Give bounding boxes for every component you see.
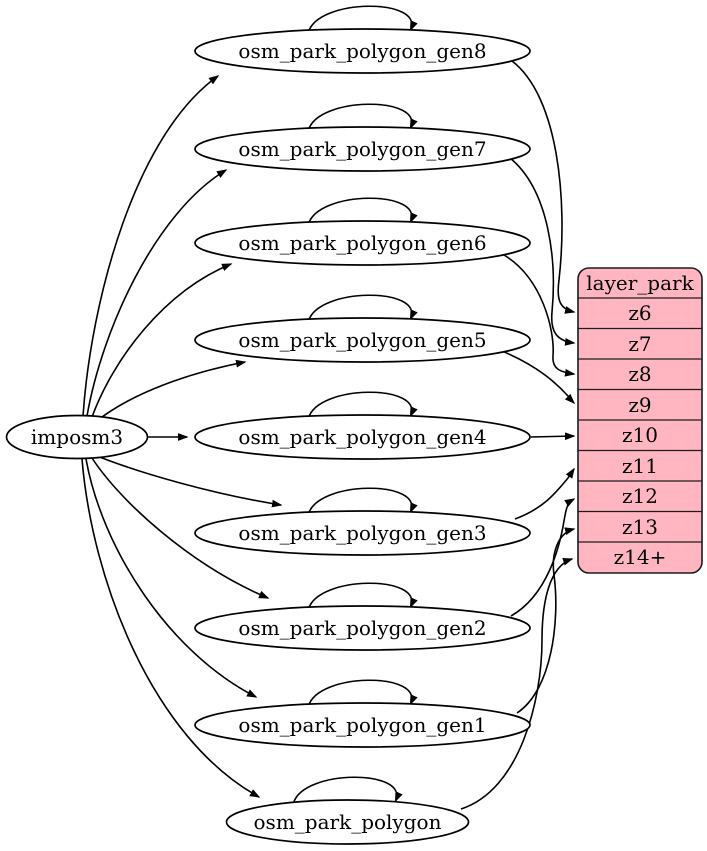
table-row-z10: z10 xyxy=(622,423,658,447)
edge-imposm3-to-polygon xyxy=(81,458,261,798)
node-ellipse xyxy=(194,414,531,460)
node-osm_park_polygon_gen8: osm_park_polygon_gen8 xyxy=(194,28,531,74)
node-label: osm_park_polygon_gen7 xyxy=(238,137,486,161)
edge-gen5-to-z9 xyxy=(501,350,576,405)
edge-gen1-to-z13 xyxy=(516,527,576,714)
table-row-z13: z13 xyxy=(622,515,658,539)
table-row-z14: z14+ xyxy=(614,545,667,569)
edge-imposm3-to-gen3 xyxy=(96,455,283,508)
table-row-z9: z9 xyxy=(628,393,651,417)
table-row-z12: z12 xyxy=(622,484,658,508)
edge-gen8-to-z6 xyxy=(511,60,576,314)
edge-gen2-to-z12 xyxy=(510,498,576,617)
node-label: osm_park_polygon_gen3 xyxy=(238,521,486,545)
node-label: osm_park_polygon_gen4 xyxy=(238,425,486,449)
table-row-z11: z11 xyxy=(622,454,658,478)
node-imposm3: imposm3 xyxy=(5,414,149,460)
node-ellipse xyxy=(194,28,531,74)
edge-imposm3-to-gen7 xyxy=(86,169,228,417)
node-label: osm_park_polygon_gen1 xyxy=(238,713,486,737)
edge-gen7-to-z7 xyxy=(509,157,576,346)
edge-layer xyxy=(81,5,576,810)
self-loop-gen3 xyxy=(307,487,418,515)
imposm3-ellipse xyxy=(5,414,149,460)
node-osm_park_polygon_gen7: osm_park_polygon_gen7 xyxy=(194,126,531,172)
node-label: osm_park_polygon_gen2 xyxy=(238,616,486,640)
node-ellipse xyxy=(194,702,531,748)
node-ellipse xyxy=(194,126,531,172)
table-row-z6: z6 xyxy=(628,301,651,325)
edge-imposm3-to-gen2 xyxy=(91,457,270,599)
self-loop-polygon xyxy=(292,776,403,804)
node-label: osm_park_polygon xyxy=(254,810,442,834)
node-label: osm_park_polygon_gen5 xyxy=(238,328,486,352)
edge-gen6-to-z8 xyxy=(503,254,576,377)
imposm3-label: imposm3 xyxy=(31,425,123,449)
self-loop-gen8 xyxy=(307,5,418,33)
edge-imposm3-to-gen5 xyxy=(97,359,247,421)
node-label: osm_park_polygon_gen8 xyxy=(238,39,486,63)
table-row-z8: z8 xyxy=(628,362,651,386)
layer-park-row-separators xyxy=(578,297,702,543)
layer-park-title: layer_park xyxy=(586,271,694,295)
edge-imposm3-to-gen6 xyxy=(91,263,233,418)
self-loop-gen2 xyxy=(307,582,418,610)
edge-gen4-to-z10 xyxy=(530,432,576,441)
node-osm_park_polygon_gen3: osm_park_polygon_gen3 xyxy=(194,510,531,556)
self-loop-gen7 xyxy=(307,103,418,131)
edge-imposm3-to-gen8 xyxy=(82,75,220,417)
node-layer: imposm3 osm_park_polygon_gen8 osm_park_p… xyxy=(5,28,531,845)
node-osm_park_polygon_gen4: osm_park_polygon_gen4 xyxy=(194,414,531,460)
edge-polygon-to-z14 xyxy=(460,558,574,810)
node-osm_park_polygon_gen6: osm_park_polygon_gen6 xyxy=(194,220,531,266)
self-loop-gen6 xyxy=(307,197,418,225)
node-ellipse xyxy=(194,605,531,651)
node-osm_park_polygon_gen2: osm_park_polygon_gen2 xyxy=(194,605,531,651)
node-osm_park_polygon_gen5: osm_park_polygon_gen5 xyxy=(194,317,531,363)
edge-gen3-to-z11 xyxy=(514,467,575,520)
node-ellipse xyxy=(194,317,531,363)
node-label: osm_park_polygon_gen6 xyxy=(238,231,486,255)
node-ellipse xyxy=(194,220,531,266)
self-loop-gen5 xyxy=(307,294,418,322)
node-osm_park_polygon: osm_park_polygon xyxy=(225,799,470,845)
self-loop-gen1 xyxy=(307,679,418,707)
node-ellipse xyxy=(194,510,531,556)
layer-park-table: layer_park z6 z7 z8 z9 z10 z11 z12 z13 z… xyxy=(577,267,703,574)
table-row-z7: z7 xyxy=(628,332,651,356)
node-osm_park_polygon_gen1: osm_park_polygon_gen1 xyxy=(194,702,531,748)
edge-imposm3-to-gen1 xyxy=(85,458,258,698)
self-loop-gen4 xyxy=(307,391,418,419)
node-ellipse xyxy=(225,799,470,845)
